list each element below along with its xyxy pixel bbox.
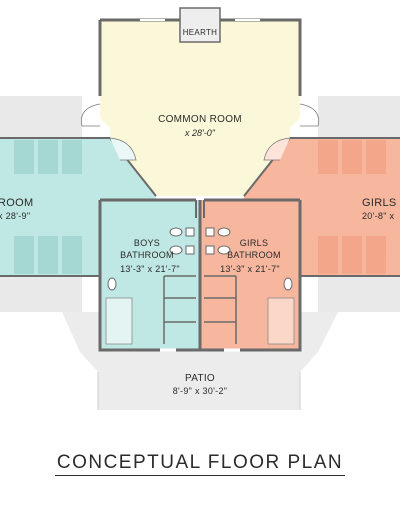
boys-bathroom — [100, 200, 200, 350]
girls-bathroom — [200, 200, 300, 350]
boys-room — [0, 137, 157, 277]
boys-room-dims: x 28'-9" — [0, 211, 30, 221]
door-swing — [299, 103, 319, 127]
girls-room-dims: 20'-8" x — [362, 211, 395, 221]
common-room — [81, 7, 319, 196]
patio-dims: 8'-9" x 30'-2" — [173, 386, 228, 396]
boys-room-label: ROOM — [0, 197, 33, 209]
door-swing — [263, 137, 291, 161]
room-labels: HEARTH COMMON ROOM x 28'-0" ROOM x 28'-9… — [0, 28, 400, 396]
boys-bathroom-dims: 13'-3" x 21'-7" — [120, 264, 180, 274]
girls-bathroom-label-2: BATHROOM — [227, 250, 281, 260]
common-room-dims: x 28'-0" — [184, 128, 216, 138]
door-swing — [81, 103, 101, 127]
floor-plan: HEARTH COMMON ROOM x 28'-0" ROOM x 28'-9… — [0, 7, 400, 410]
girls-room-label: GIRLS R — [362, 197, 400, 209]
boys-bathroom-label-2: BATHROOM — [120, 250, 174, 260]
plan-title-text: CONCEPTUAL FLOOR PLAN — [54, 452, 346, 476]
girls-room — [243, 137, 400, 277]
girls-bathroom-dims: 13'-3" x 21'-7" — [220, 264, 280, 274]
hearth-label: HEARTH — [183, 28, 218, 37]
plan-title: CONCEPTUAL FLOOR PLAN — [0, 452, 400, 476]
common-room-label: COMMON ROOM — [158, 114, 242, 125]
girls-bathroom-label-1: GIRLS — [240, 238, 269, 248]
bathroom-walls — [98, 198, 302, 352]
patio-label: PATIO — [185, 373, 215, 384]
boys-bathroom-label-1: BOYS — [134, 238, 160, 248]
door-swing — [109, 137, 137, 161]
hearth — [179, 7, 221, 43]
